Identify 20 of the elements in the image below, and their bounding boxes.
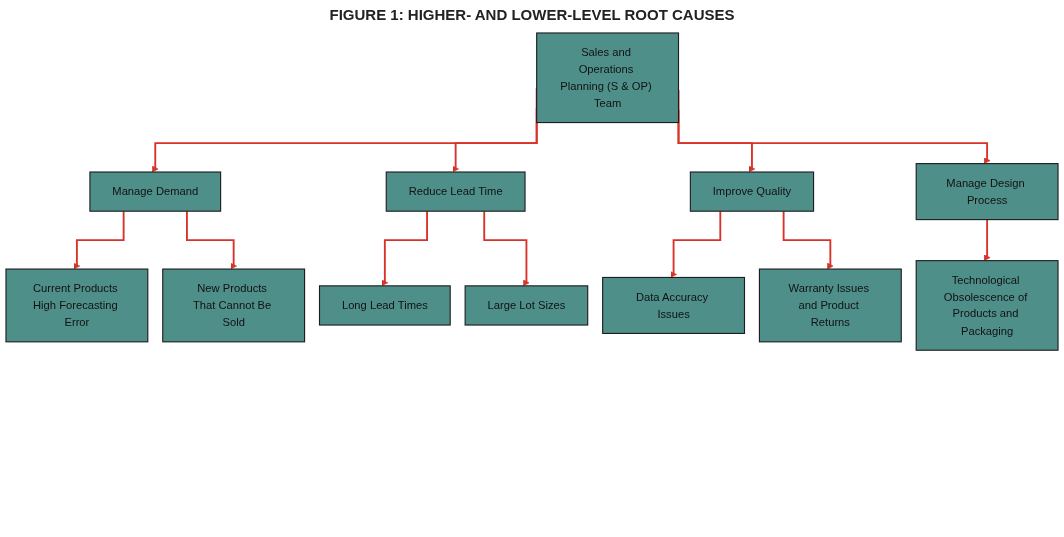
node-box: Warranty Issues and Product Returns: [758, 268, 902, 343]
arrow: [483, 210, 530, 287]
arrow: [670, 210, 722, 278]
node-box: Current Products High Forecasting Error: [5, 268, 149, 343]
figure-title: FIGURE 1: HIGHER- AND LOWER-LEVEL ROOT CAUSES: [328, 6, 736, 23]
node-box: Data Accuracy Issues: [602, 276, 746, 334]
node-box: Manage Design Process: [915, 163, 1059, 221]
node-box: New Products That Cannot Be Sold: [162, 268, 306, 343]
arrow: [381, 210, 428, 287]
node-box: Sales and Operations Planning (S & OP) Team: [536, 32, 680, 124]
node-box: Large Lot Sizes: [464, 285, 589, 326]
arrow: [186, 210, 237, 270]
node-box: Long Lead Times: [318, 285, 451, 326]
node-box: Technological Obsolescence of Products and Packaging: [915, 260, 1059, 351]
node-box: Improve Quality: [689, 171, 815, 212]
node-box: Reduce Lead Time: [385, 171, 526, 212]
node-box: Manage Demand: [89, 171, 222, 212]
arrow: [73, 210, 125, 270]
arrow: [983, 218, 991, 261]
arrow: [782, 210, 834, 270]
